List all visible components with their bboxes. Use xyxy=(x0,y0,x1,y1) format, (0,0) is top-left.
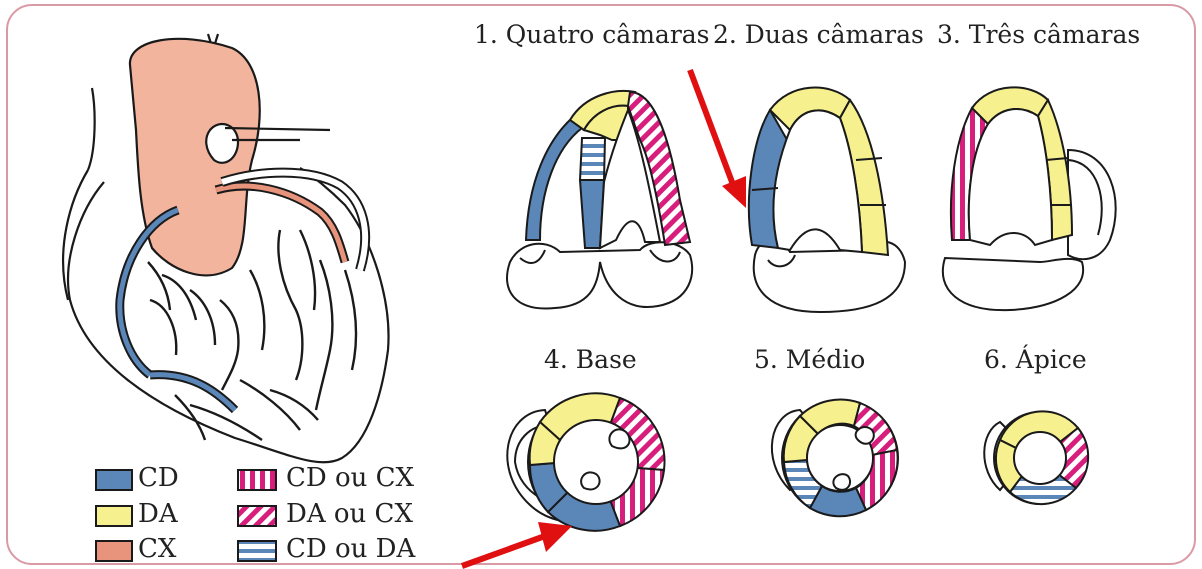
legend-swatches xyxy=(96,470,276,561)
view-title-mid: 5. Médio xyxy=(754,345,865,374)
view-title-base: 4. Base xyxy=(544,345,637,374)
legend-label-cd: CD xyxy=(138,463,179,493)
four-ch-rv-wall-cd xyxy=(526,118,582,240)
base-papillary-2 xyxy=(581,472,599,489)
view-two-chamber xyxy=(749,88,905,312)
legend-label-cx: CX xyxy=(138,534,176,564)
view-title-four-chamber: 1. Quatro câmaras xyxy=(474,20,710,49)
swatch-cd xyxy=(96,470,132,490)
svc-line xyxy=(88,88,95,170)
view-title-three-chamber: 3. Três câmaras xyxy=(937,20,1140,49)
swatch-da xyxy=(96,506,132,526)
swatch-da-cx xyxy=(238,506,276,526)
red-arrow-top xyxy=(690,70,746,208)
three-ch-aorta xyxy=(1068,150,1116,259)
four-chamber-atria xyxy=(507,242,692,308)
aorta xyxy=(130,39,260,276)
view-base xyxy=(507,393,664,530)
view-four-chamber xyxy=(507,91,692,309)
swatch-cd-cx xyxy=(238,470,276,490)
four-ch-septum-cdda xyxy=(580,138,605,180)
heart-illustration xyxy=(63,34,388,462)
legend-label-cd-da: CD ou DA xyxy=(286,534,415,564)
view-apex xyxy=(984,411,1088,504)
legend-label-da-cx: DA ou CX xyxy=(286,499,413,529)
base-papillary-1 xyxy=(609,429,629,448)
legend-label-cd-cx: CD ou CX xyxy=(286,463,414,493)
view-title-two-chamber: 2. Duas câmaras xyxy=(713,20,924,49)
pulmonary-trunk xyxy=(206,124,238,163)
three-ch-atrium xyxy=(943,258,1083,310)
red-arrow-bottom xyxy=(462,522,572,566)
view-three-chamber xyxy=(943,87,1116,310)
view-mid xyxy=(772,400,898,517)
view-title-apex: 6. Ápice xyxy=(984,345,1087,374)
swatch-cd-da xyxy=(238,541,276,561)
legend-label-da: DA xyxy=(138,499,178,529)
swatch-cx xyxy=(96,541,132,561)
